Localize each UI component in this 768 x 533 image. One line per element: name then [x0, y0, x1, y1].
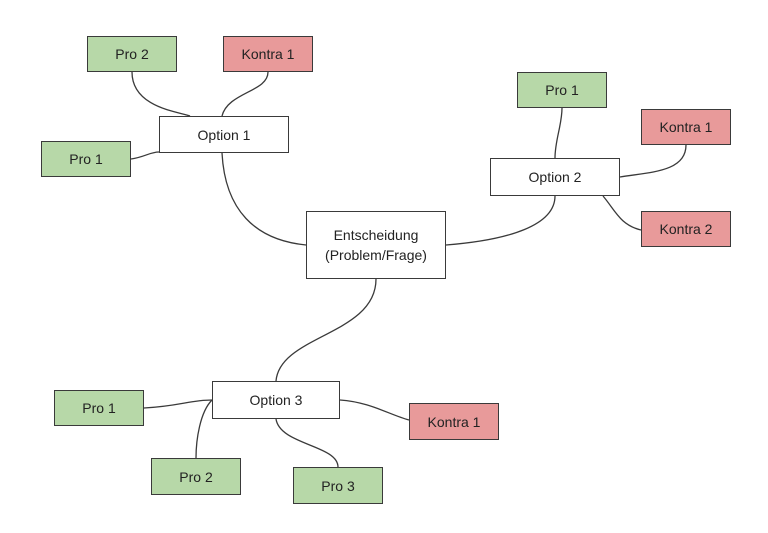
option2-kontra2-label: Kontra 2 — [659, 221, 713, 237]
link-option2-pro1 — [554, 107, 563, 159]
option2-kontra2-node: Kontra 2 — [641, 211, 731, 247]
option3-kontra1-label: Kontra 1 — [427, 413, 481, 430]
option3-label: Option 3 — [249, 392, 303, 408]
option3-pro1-label: Pro 1 — [82, 400, 116, 416]
option3-pro3-node: Pro 3 — [293, 467, 383, 504]
central-subtitle: (Problem/Frage) — [325, 247, 427, 263]
link-option1-pro2 — [131, 71, 191, 117]
link-central-option2 — [445, 195, 556, 246]
link-option3-pro1 — [143, 399, 213, 409]
option3-pro3-label: Pro 3 — [321, 477, 355, 494]
central-node: Entscheidung (Problem/Frage) — [306, 211, 446, 279]
link-option3-kontra1 — [339, 399, 410, 421]
option3-kontra1-node: Kontra 1 — [409, 403, 499, 440]
option2-pro1-label: Pro 1 — [545, 82, 579, 98]
option2-pro1-node: Pro 1 — [517, 72, 607, 108]
option3-pro2-label: Pro 2 — [179, 468, 213, 485]
link-option2-kontra1 — [619, 144, 687, 178]
option2-label: Option 2 — [528, 169, 582, 185]
link-option3-pro2 — [195, 399, 213, 459]
option1-kontra1-label: Kontra 1 — [241, 46, 295, 62]
option3-node: Option 3 — [212, 381, 340, 419]
option1-pro2-node: Pro 2 — [87, 36, 177, 72]
link-option1-pro1 — [130, 151, 160, 160]
link-option2-kontra2 — [602, 195, 642, 231]
link-central-option3 — [275, 278, 377, 382]
option1-kontra1-node: Kontra 1 — [223, 36, 313, 72]
central-title: Entscheidung — [333, 227, 419, 243]
option2-node: Option 2 — [490, 158, 620, 196]
option1-label: Option 1 — [197, 126, 251, 143]
link-central-option1 — [221, 152, 307, 246]
option1-node: Option 1 — [159, 116, 289, 153]
option3-pro2-node: Pro 2 — [151, 458, 241, 495]
option3-pro1-node: Pro 1 — [54, 390, 144, 426]
option2-kontra1-node: Kontra 1 — [641, 109, 731, 145]
option2-kontra1-label: Kontra 1 — [659, 119, 713, 135]
option1-pro1-label: Pro 1 — [69, 151, 103, 167]
option1-pro2-label: Pro 2 — [115, 46, 149, 62]
option1-pro1-node: Pro 1 — [41, 141, 131, 177]
link-option3-pro3 — [275, 418, 339, 468]
link-option1-kontra1 — [221, 71, 269, 117]
